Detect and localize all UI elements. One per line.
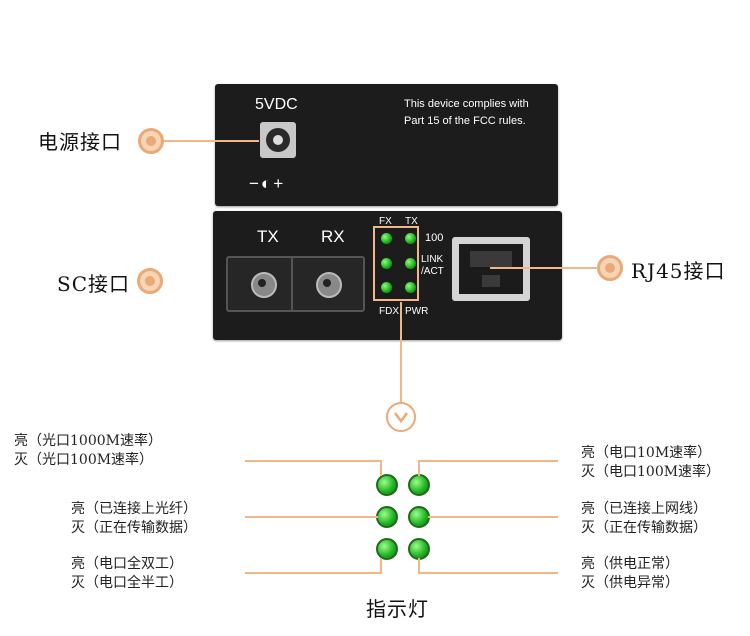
left-row3-on: 亮（电口全双工） xyxy=(71,556,183,572)
fcc-notice-line2: Part 15 of the FCC rules. xyxy=(404,115,526,127)
indicator-led-fx-link xyxy=(376,506,398,528)
left-row1-off: 灭（光口100M速率） xyxy=(14,452,154,468)
leader-right-1v xyxy=(418,460,420,476)
led-label-fx: FX xyxy=(379,216,392,227)
leader-power xyxy=(164,140,259,142)
indicator-led-pwr xyxy=(408,538,430,560)
device-front-panel: TX RX FX TX 100 LINK /ACT FDX PWR xyxy=(213,211,562,340)
callout-power-port: 电源接口 xyxy=(38,130,122,154)
led-label-100: 100 xyxy=(425,232,444,244)
led-label-tx: TX xyxy=(405,216,418,227)
callout-rj45-port: RJ45接口 xyxy=(631,259,726,283)
led-fx xyxy=(381,233,392,244)
led-pwr xyxy=(405,282,416,293)
callout-sc-port: SC接口 xyxy=(57,272,131,296)
polarity-symbol: −◐+ xyxy=(249,174,286,193)
indicator-led-100 xyxy=(408,474,430,496)
leader-right-3v xyxy=(418,558,420,574)
power-label: 5VDC xyxy=(255,96,298,113)
right-row1-on: 亮（电口10M速率） xyxy=(581,445,712,461)
rj45-port xyxy=(452,237,530,301)
leader-left-1 xyxy=(245,460,381,462)
led-tx-link xyxy=(405,258,416,269)
left-row2-on: 亮（已连接上光纤） xyxy=(71,501,197,517)
leader-indicator xyxy=(400,302,402,402)
callout-ring-power xyxy=(138,128,164,154)
leader-left-3 xyxy=(245,572,381,574)
leader-right-2 xyxy=(428,516,558,518)
right-row1-off: 灭（电口100M速率） xyxy=(581,464,721,480)
left-row2-off: 灭（正在传输数据） xyxy=(71,520,197,536)
indicator-caption: 指示灯 xyxy=(366,597,429,621)
left-row1-on: 亮（光口1000M速率） xyxy=(14,433,162,449)
leader-rj45 xyxy=(490,267,598,269)
right-row3-off: 灭（供电异常） xyxy=(581,575,679,591)
indicator-led-fdx xyxy=(376,538,398,560)
left-row3-off: 灭（电口全半工） xyxy=(71,575,183,591)
right-row2-on: 亮（已连接上网线） xyxy=(581,501,707,517)
leader-left-3v xyxy=(380,558,382,574)
led-highlight-box xyxy=(373,226,419,301)
callout-ring-rj45 xyxy=(597,255,623,281)
leader-right-3 xyxy=(418,572,558,574)
leader-left-1v xyxy=(380,460,382,476)
sc-port-tx xyxy=(226,256,300,312)
led-label-fdx: FDX xyxy=(379,306,399,317)
led-label-pwr: PWR xyxy=(405,306,429,317)
tx-label: TX xyxy=(257,227,279,246)
led-100 xyxy=(405,233,416,244)
dc-power-jack xyxy=(260,122,296,158)
rx-label: RX xyxy=(321,227,345,246)
chevron-down-icon xyxy=(386,402,416,432)
leader-left-2 xyxy=(245,516,378,518)
indicator-led-fx xyxy=(376,474,398,496)
fcc-notice-line1: This device complies with xyxy=(404,98,529,110)
leader-right-1 xyxy=(418,460,558,462)
callout-ring-sc xyxy=(137,268,163,294)
led-fdx xyxy=(381,282,392,293)
right-row2-off: 灭（正在传输数据） xyxy=(581,520,707,536)
led-fx-link xyxy=(381,258,392,269)
device-rear-panel: 5VDC −◐+ This device complies with Part … xyxy=(215,84,558,206)
right-row3-on: 亮（供电正常） xyxy=(581,556,679,572)
led-label-act: /ACT xyxy=(421,266,444,277)
led-label-link: LINK xyxy=(421,254,444,265)
sc-port-rx xyxy=(291,256,365,312)
indicator-led-tx-link xyxy=(408,506,430,528)
